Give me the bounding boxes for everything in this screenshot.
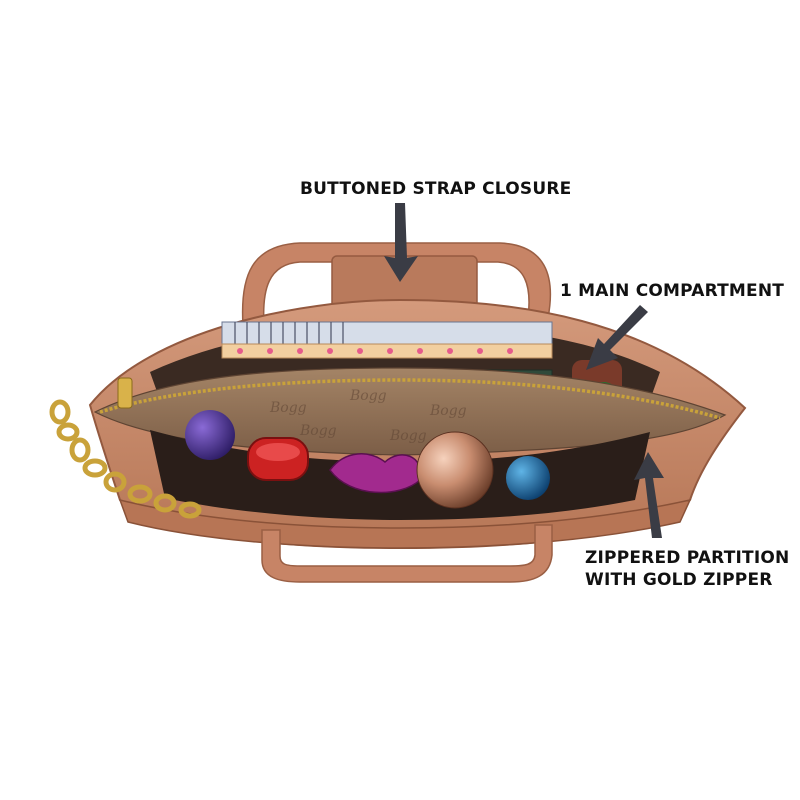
lining-logo: Bogg — [349, 388, 387, 404]
lining-logo: Bogg — [429, 403, 467, 419]
callout-zippered-partition: ZIPPERED PARTITION WITH GOLD ZIPPER — [585, 547, 790, 591]
front-items — [185, 410, 550, 509]
callout-buttoned-strap-closure: BUTTONED STRAP CLOSURE — [300, 179, 572, 199]
gold-zipper — [99, 378, 721, 420]
arrow-main-compartment — [586, 305, 648, 370]
callout-zippered-partition-line2: WITH GOLD ZIPPER — [585, 570, 773, 590]
gold-chain — [49, 399, 202, 519]
zipper-pull — [117, 377, 133, 409]
lining-logo: Bogg — [299, 423, 337, 439]
lining-logo: Bogg — [269, 400, 307, 416]
callout-zippered-partition-line1: ZIPPERED PARTITION — [585, 548, 790, 568]
lining-logo: Bogg — [389, 428, 427, 444]
lining-logo-pattern: Bogg Bogg Bogg Bogg Bogg — [269, 388, 467, 444]
arrow-zippered-partition — [634, 452, 664, 538]
front-handle — [261, 524, 553, 583]
arrow-strap-closure — [384, 203, 418, 282]
callout-main-compartment: 1 MAIN COMPARTMENT — [560, 281, 785, 301]
